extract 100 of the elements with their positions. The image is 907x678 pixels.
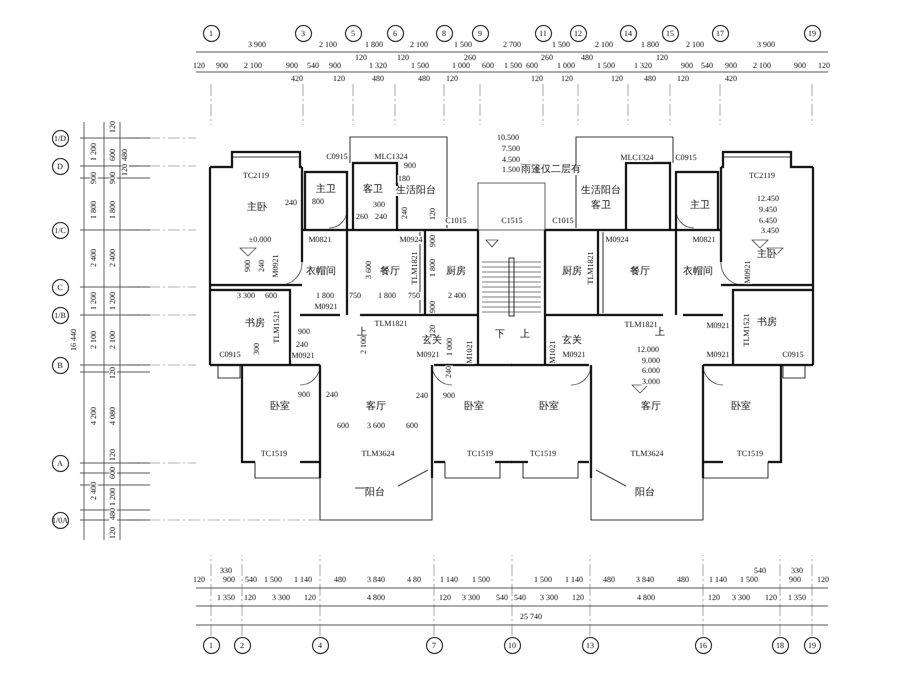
- door-window-code: C1015: [552, 217, 574, 225]
- elevation-text: 6.000: [642, 367, 660, 375]
- dimension-text: 2 400: [109, 248, 117, 268]
- door-window-code: TLM1521: [743, 313, 751, 347]
- dimension-text: 1 140: [440, 576, 458, 584]
- door-window-code: C0915: [326, 153, 348, 161]
- room-label: 生活阳台: [580, 186, 622, 196]
- dimension-text: 16 440: [70, 328, 78, 352]
- dimension-text: 480: [602, 576, 616, 584]
- axis-bubble: 11: [534, 24, 552, 42]
- axis-bubble: 7: [426, 636, 442, 654]
- room-label: 阳台: [364, 488, 386, 498]
- dimension-text: 420: [724, 75, 738, 83]
- dimension-text: 600: [482, 62, 494, 70]
- axis-bubble: 18: [772, 636, 788, 654]
- axis-bubble: B: [52, 356, 68, 374]
- dimension-text: 3 840: [636, 576, 654, 584]
- dimension-text: 600: [109, 466, 117, 480]
- axis-bubble: 19: [804, 636, 820, 654]
- door-window-code: M0921: [416, 351, 440, 359]
- dimension-text: 900: [429, 300, 437, 314]
- axis-bubble: D: [52, 158, 68, 174]
- door-window-code: TC2119: [748, 172, 776, 180]
- room-label: 卧室: [464, 402, 484, 412]
- room-label: 主卧: [246, 203, 268, 213]
- dimension-text: 330: [220, 567, 232, 575]
- dimension-text: 3 600: [365, 260, 373, 280]
- door-window-code: TC1519: [529, 450, 557, 458]
- note-text: 雨篷仅二层有: [520, 165, 582, 175]
- dimension-text: 120: [530, 75, 544, 83]
- dimension-text: 1 000: [446, 338, 454, 356]
- dimension-text: 120: [396, 54, 410, 62]
- room-label: 卧室: [270, 402, 290, 412]
- axis-bubble: 13: [582, 636, 598, 654]
- dimension-text: 1 800: [109, 200, 117, 220]
- room-label: 玄关: [422, 336, 442, 346]
- dimension-text: 1 500: [410, 62, 430, 70]
- axis-bubble: 8: [436, 24, 452, 42]
- room-label: 客卫: [362, 185, 384, 195]
- room-label: 书房: [756, 318, 778, 328]
- door-window-code: MLC1324: [620, 154, 654, 162]
- room-label: 衣帽间: [306, 267, 336, 277]
- dimension-text: 1 500: [472, 576, 490, 584]
- dimension-text: 900: [286, 62, 298, 70]
- elevation-text: 4.500: [502, 156, 520, 164]
- room-label: 衣帽间: [682, 267, 714, 277]
- axis-bubble: 5: [344, 24, 362, 42]
- dimension-text: 260: [356, 213, 368, 221]
- dimension-text: 330: [790, 567, 804, 575]
- dimension-text: 4 080: [109, 406, 117, 426]
- door-window-code: M1021: [549, 340, 557, 364]
- dimension-text: 1 320: [634, 62, 652, 70]
- dimension-text: 480: [109, 508, 117, 520]
- door-window-code: M0924: [604, 236, 630, 244]
- dimension-text: 120: [816, 576, 830, 584]
- dimension-text: 480: [644, 75, 656, 83]
- room-label: 客厅: [366, 402, 386, 412]
- dimension-text: 2 400: [90, 248, 98, 268]
- elevation-text: 12.450: [756, 195, 780, 203]
- axis-bubble: 15: [662, 24, 678, 42]
- dimension-text: 540: [514, 594, 526, 602]
- dimension-text: 600: [336, 422, 350, 430]
- dimension-text: 1 350: [216, 594, 236, 602]
- room-label: 餐厅: [630, 267, 650, 277]
- dimension-text: 240: [296, 341, 308, 349]
- door-window-code: M0921: [706, 322, 730, 330]
- room-label: 书房: [244, 319, 266, 329]
- axis-bubble: 1/C: [52, 222, 68, 238]
- axis-bubble: C: [52, 278, 68, 296]
- dimension-text: 800: [312, 198, 324, 206]
- dimension-text: 1 800: [316, 292, 334, 300]
- elevation-text: 10.500: [496, 134, 520, 142]
- axis-bubble: 9: [472, 24, 488, 42]
- dimension-text: 750: [348, 292, 362, 300]
- dimension-text: 600: [526, 62, 538, 70]
- dimension-text: 1 350: [788, 594, 806, 602]
- dimension-text: 1 500: [264, 576, 282, 584]
- dimension-text: 120: [332, 75, 346, 83]
- dimension-text: 120: [109, 448, 117, 462]
- room-label: 玄关: [562, 336, 582, 346]
- dimension-text: 480: [121, 148, 129, 162]
- dimension-text: 4 80: [406, 576, 422, 584]
- room-label: 阳台: [634, 488, 656, 498]
- door-window-code: TLM3624: [361, 450, 395, 458]
- axis-bubble: 1/D: [52, 130, 68, 146]
- dimension-text: 3 300: [462, 594, 480, 602]
- room-label: 主卫: [690, 201, 710, 211]
- room-label: 厨房: [562, 267, 582, 277]
- dimension-text: 3 300: [236, 292, 256, 300]
- dimension-text: 480: [334, 576, 346, 584]
- dimension-text: 300: [253, 342, 261, 356]
- dimension-text: 3 600: [366, 422, 386, 430]
- dimension-text: 2 100: [410, 41, 428, 49]
- dimension-text: 120: [121, 164, 129, 176]
- dimension-text: 120: [192, 62, 206, 70]
- dimension-text: 2 100: [109, 330, 117, 350]
- dimension-text: 900: [680, 62, 694, 70]
- dimension-text: 240: [401, 206, 409, 220]
- dimension-text: 750: [408, 292, 420, 300]
- dimension-text: 1 200: [109, 292, 117, 310]
